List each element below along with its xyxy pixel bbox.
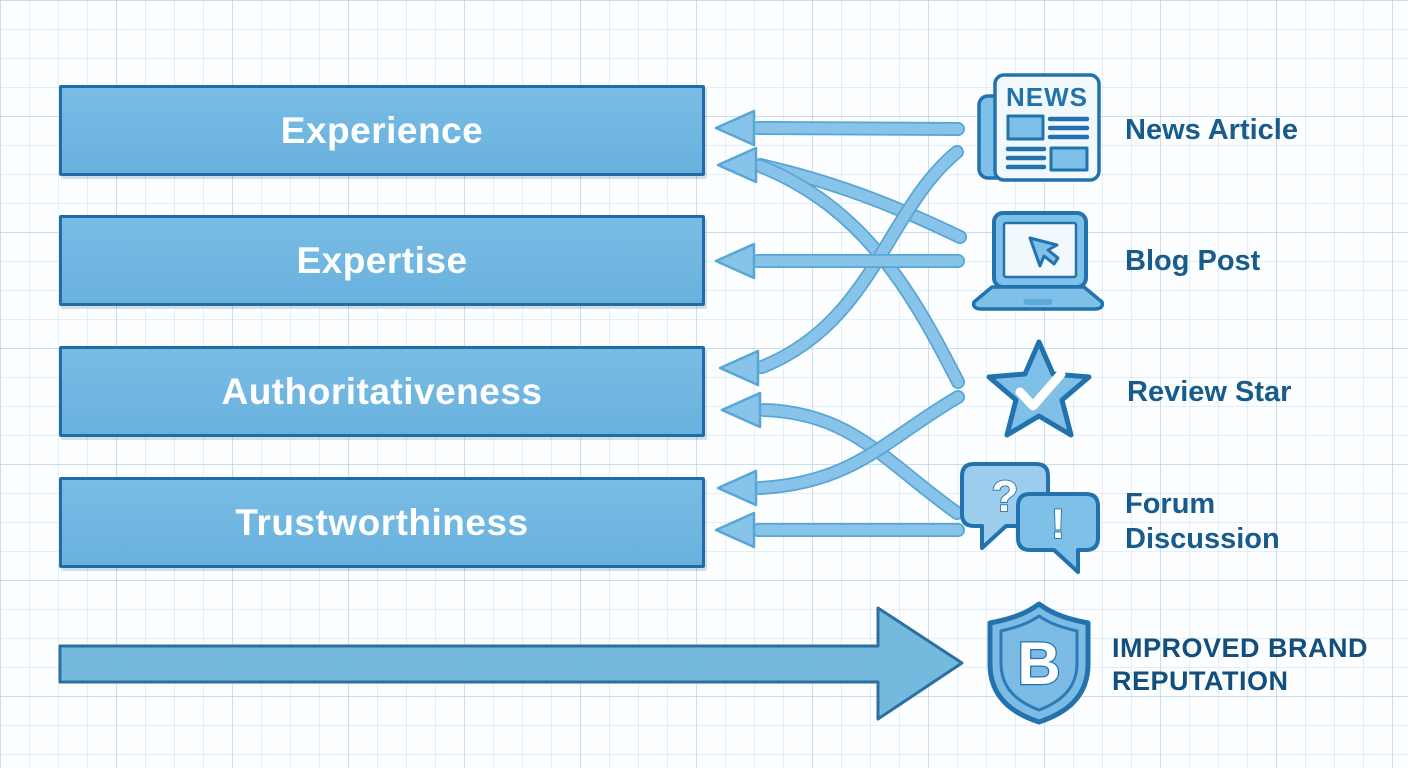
authoritativeness-label: Authoritativeness (221, 370, 543, 412)
blog-post-label: Blog Post (1125, 245, 1261, 277)
svg-text:!: ! (1051, 500, 1065, 547)
experience-label: Experience (280, 109, 484, 151)
arrowhead (716, 469, 758, 507)
checkmark (1015, 369, 1066, 411)
arrow-forum-to-authoritativeness (720, 391, 957, 513)
arrowhead (714, 242, 756, 280)
newspaper-icon: NEWS (977, 73, 1101, 182)
cursor-arrow (1028, 236, 1060, 268)
expertise-box: Expertise (59, 215, 705, 306)
news-icon-text: NEWS (1006, 82, 1088, 112)
laptop-cursor-icon (971, 211, 1105, 311)
trustworthiness-label: Trustworthiness (235, 501, 529, 543)
improved-brand-reputation-label: IMPROVED BRAND REPUTATION (1112, 633, 1369, 696)
authoritativeness-box: Authoritativeness (59, 346, 705, 437)
arrow-review-to-trustworthiness (716, 397, 958, 507)
star-check-icon (986, 339, 1092, 438)
arrowhead (718, 349, 760, 387)
experience-box: Experience (59, 85, 705, 176)
arrow-news-to-experience (714, 109, 958, 147)
shield-letter: B (1017, 630, 1060, 697)
shield-icon: B (987, 601, 1091, 725)
exclamation-bubble: ! (1016, 492, 1100, 574)
news-article-label: News Article (1125, 114, 1298, 146)
review-star-label: Review Star (1127, 376, 1292, 408)
arrow-forum-to-trustworthiness (714, 511, 958, 549)
svg-text:?: ? (992, 472, 1019, 521)
arrowhead (714, 511, 756, 549)
arrowhead (716, 146, 758, 184)
chat-bubbles-icon: ? ! (960, 462, 1100, 574)
question-bubble: ? (960, 462, 1050, 550)
arrow-news-to-authoritativeness (718, 152, 957, 387)
forum-discussion-label: Forum Discussion (1125, 488, 1280, 555)
arrowhead (720, 391, 762, 429)
arrow-blog-to-expertise (714, 242, 958, 280)
arrowhead (714, 109, 756, 147)
arrow-review-to-experience (716, 146, 958, 382)
trustworthiness-box: Trustworthiness (59, 477, 705, 568)
result-arrow (58, 606, 964, 721)
expertise-label: Expertise (296, 239, 468, 281)
